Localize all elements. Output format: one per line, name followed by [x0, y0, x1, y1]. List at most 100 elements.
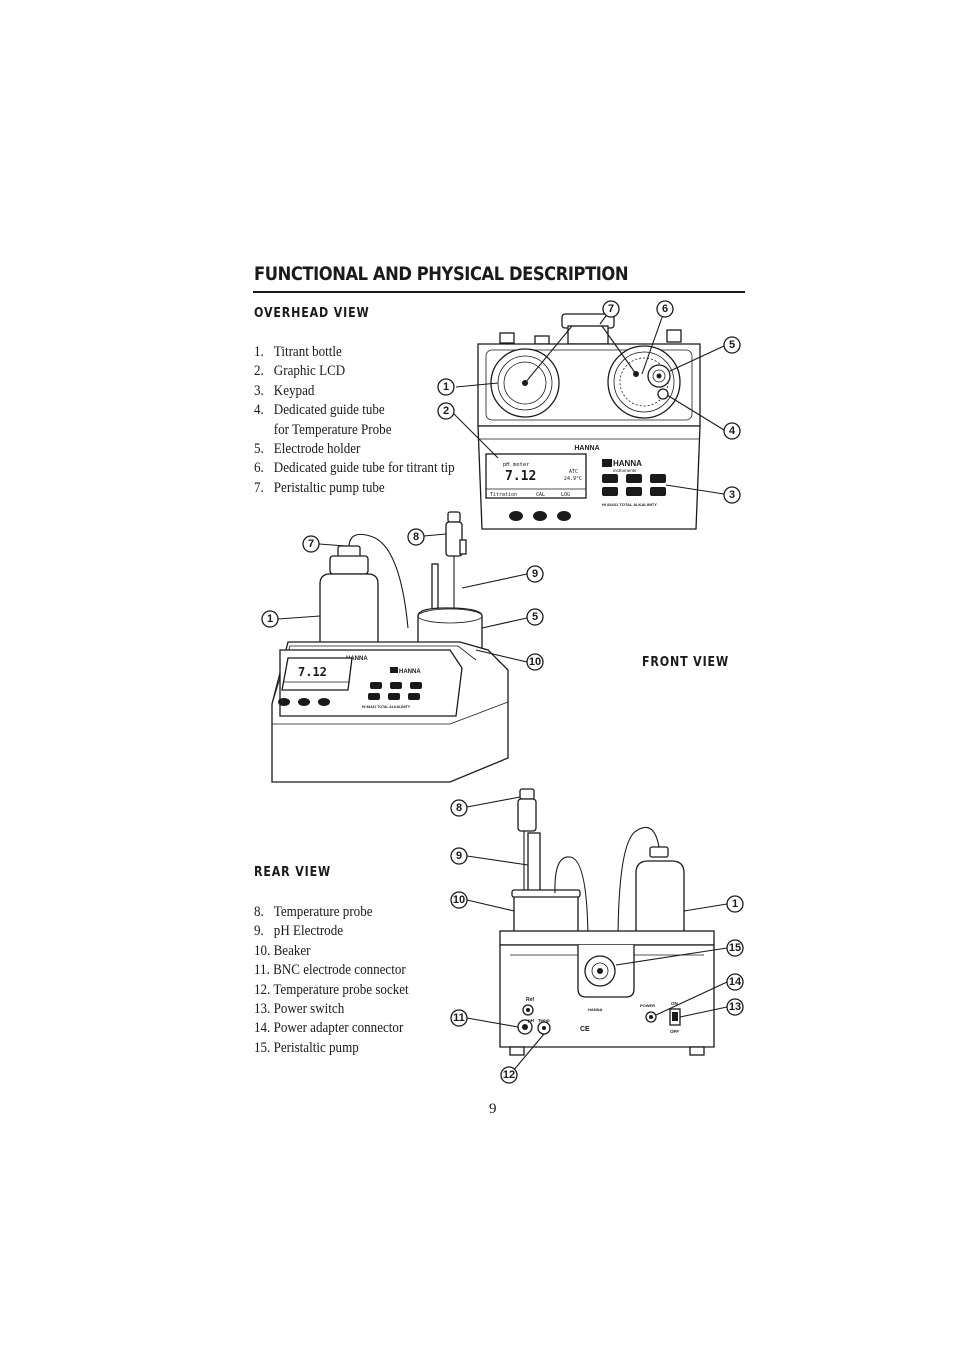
svg-text:CAL: CAL: [536, 492, 545, 498]
svg-text:14: 14: [729, 976, 742, 988]
callout-1: 1: [261, 610, 279, 628]
svg-text:13: 13: [729, 1001, 741, 1013]
list-item: 14. Power adapter connector: [254, 1020, 404, 1037]
svg-text:instruments: instruments: [613, 468, 637, 473]
page-number: 9: [489, 1101, 497, 1117]
svg-text:Ref: Ref: [526, 997, 534, 1003]
callout-5: 5: [723, 336, 741, 354]
titrant-bottle: [635, 860, 685, 946]
top-connector: [499, 332, 515, 344]
top-connector: [534, 335, 550, 345]
svg-text:5: 5: [532, 611, 538, 623]
callout-8: 8: [407, 528, 425, 546]
callout-2: 2: [437, 402, 455, 420]
callout-1: 1: [726, 895, 744, 913]
callout-8: 8: [450, 799, 468, 817]
svg-text:12: 12: [503, 1069, 515, 1081]
list-item: 7.Peristaltic pump tube: [254, 479, 385, 496]
svg-text:1: 1: [267, 613, 273, 625]
rear-parts-list: 8.Temperature probe 9.pH Electrode 10. B…: [254, 903, 409, 1058]
callout-10: 10: [526, 653, 544, 671]
svg-text:HI 84431 TOTAL ALKALINITY: HI 84431 TOTAL ALKALINITY: [602, 502, 657, 507]
svg-text:Titration: Titration: [490, 492, 517, 498]
svg-text:POWER: POWER: [640, 1003, 655, 1008]
callout-9: 9: [526, 565, 544, 583]
callout-11: 11: [450, 1009, 468, 1027]
callout-15: 15: [726, 939, 744, 957]
svg-text:7.12: 7.12: [505, 469, 536, 484]
svg-text:Temp: Temp: [538, 1018, 550, 1023]
svg-text:7.12: 7.12: [298, 665, 327, 679]
list-item: 13. Power switch: [254, 1001, 345, 1018]
ph-electrode: [527, 832, 541, 894]
front-view-illustration: HANNA 7.12 HANNA HI 84431 TOTAL ALKALINI…: [261, 511, 544, 783]
svg-text:3: 3: [729, 489, 735, 501]
graphic-lcd: [485, 453, 587, 499]
svg-text:8: 8: [413, 531, 419, 543]
list-item: 9.pH Electrode: [254, 923, 344, 940]
callout-9: 9: [450, 847, 468, 865]
svg-text:24.9°C: 24.9°C: [564, 476, 582, 482]
callout-13: 13: [726, 998, 744, 1016]
svg-text:15: 15: [729, 942, 741, 954]
list-item: 11. BNC electrode connector: [254, 962, 406, 979]
rear-view-heading: REAR VIEW: [254, 865, 332, 880]
svg-text:ON: ON: [671, 1001, 678, 1006]
list-item: 2.Graphic LCD: [254, 363, 346, 380]
list-item-continuation: for Temperature Probe: [273, 421, 392, 438]
svg-text:LOG: LOG: [561, 492, 570, 498]
top-connector: [666, 329, 682, 343]
svg-text:9: 9: [456, 850, 462, 862]
callout-14: 14: [726, 973, 744, 991]
list-item: 3.Keypad: [254, 382, 315, 399]
callout-3: 3: [723, 486, 741, 504]
svg-text:6: 6: [662, 303, 668, 315]
svg-text:HI 84431 TOTAL ALKALINITY: HI 84431 TOTAL ALKALINITY: [362, 705, 411, 709]
callout-10: 10: [450, 891, 468, 909]
svg-text:ATC: ATC: [569, 469, 578, 475]
titrant-bottle: [319, 573, 379, 657]
svg-text:pH: pH: [528, 1018, 534, 1023]
svg-text:11: 11: [453, 1012, 465, 1024]
overhead-parts-list: 1.Titrant bottle 2.Graphic LCD 3.Keypad …: [254, 343, 455, 498]
svg-text:HANNA: HANNA: [399, 669, 421, 675]
svg-text:7: 7: [608, 303, 614, 315]
callout-12: 12: [500, 1066, 518, 1084]
svg-text:8: 8: [456, 802, 462, 814]
svg-text:HANNA: HANNA: [346, 656, 368, 662]
svg-text:10: 10: [453, 894, 465, 906]
list-item: 12. Temperature probe socket: [254, 981, 409, 998]
front-panel: [477, 425, 701, 530]
svg-text:4: 4: [729, 425, 736, 437]
svg-text:7: 7: [308, 538, 314, 550]
keypad: [368, 682, 422, 700]
list-item: 10. Beaker: [254, 942, 311, 959]
list-item: 15. Peristaltic pump: [254, 1039, 359, 1056]
callout-7: 7: [302, 535, 320, 553]
svg-text:HANNA: HANNA: [613, 459, 642, 468]
overhead-view-heading: OVERHEAD VIEW: [254, 306, 370, 321]
temperature-probe: [517, 798, 537, 832]
rear-view-illustration: Ref pH Temp HANNA CE POWER ON OFF 8 9 10…: [450, 788, 744, 1084]
pump-tube-block: [567, 325, 609, 345]
svg-text:HANNA: HANNA: [574, 445, 599, 452]
callout-5: 5: [526, 608, 544, 626]
svg-text:2: 2: [443, 405, 449, 417]
list-item: 4.Dedicated guide tube: [254, 402, 385, 419]
list-item: 5.Electrode holder: [254, 441, 361, 458]
list-item: 6.Dedicated guide tube for titrant tip: [254, 460, 455, 477]
callout-7: 7: [602, 300, 620, 318]
svg-text:1: 1: [732, 898, 738, 910]
front-view-heading: FRONT VIEW: [642, 655, 729, 670]
svg-text:5: 5: [729, 339, 735, 351]
callout-4: 4: [723, 422, 741, 440]
callout-1: 1: [437, 378, 455, 396]
page-title: FUNCTIONAL AND PHYSICAL DESCRIPTION: [254, 263, 629, 285]
svg-text:9: 9: [532, 568, 538, 580]
svg-text:pH meter: pH meter: [503, 462, 530, 468]
list-item: 8.Temperature probe: [254, 904, 373, 920]
beaker: [513, 894, 579, 936]
svg-text:HANNA: HANNA: [588, 1007, 603, 1012]
svg-text:10: 10: [529, 656, 541, 668]
list-item: 1.Titrant bottle: [254, 344, 342, 360]
